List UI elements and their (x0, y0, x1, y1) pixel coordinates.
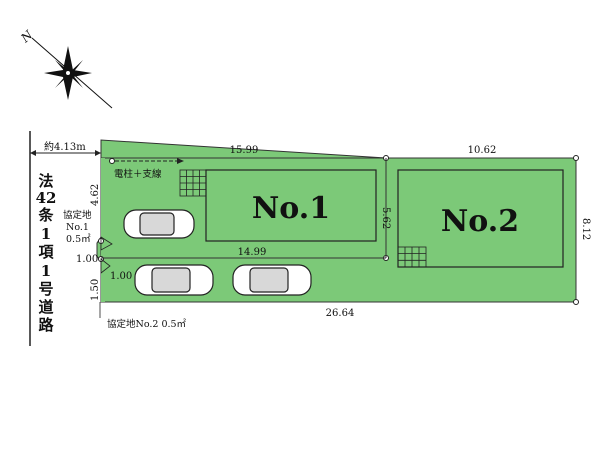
dimension-left-upper: 4.62 (90, 184, 101, 206)
road-name-char: 42 (36, 189, 57, 207)
dimension-left-mid-a: 1.00 (76, 254, 98, 265)
entrance-grid-no2 (397, 246, 427, 268)
road-name-char: 1 (41, 225, 51, 243)
road-name-char: 路 (38, 316, 54, 334)
car-icon (134, 264, 214, 296)
dimension-left-lower: 1.50 (90, 279, 101, 301)
utility-pole-arrow (115, 158, 184, 164)
lot-name-no1: No.1 (252, 191, 330, 226)
dimension-depth-no1: 5.62 (380, 207, 391, 229)
utility-pole-label: 電柱＋支線 (114, 168, 162, 180)
road-width-label: 約4.13m (44, 140, 86, 153)
agreement-no1-title: 協定地 (63, 209, 92, 221)
boundary-markers (98, 155, 579, 305)
agreement-no1-name: No.1 (66, 222, 89, 233)
road-name-char: 号 (38, 280, 53, 298)
car-icon (123, 209, 195, 239)
dimension-depth-right: 8.12 (580, 218, 591, 240)
dimension-top-right: 10.62 (468, 145, 497, 156)
dimension-top-left: 15.99 (230, 145, 259, 156)
building-no2 (397, 169, 564, 268)
car-icon (232, 264, 312, 296)
road-name-char: 条 (37, 206, 54, 224)
north-label: N (18, 27, 36, 45)
dimension-left-mid-b: 1.00 (110, 271, 132, 282)
lot-name-no2: No.2 (441, 204, 519, 239)
building-no1 (205, 169, 377, 242)
agreement-no1-area: 0.5㎡ (66, 234, 91, 245)
road-name: 法 42 条 1 項 1 号 道 路 (36, 172, 57, 334)
dimension-inner-line: 14.99 (238, 247, 267, 258)
road-name-char: 法 (38, 172, 53, 190)
road-name-char: 1 (41, 262, 51, 280)
agreement-no2-label: 協定地No.2 0.5㎡ (107, 318, 187, 330)
compass-rose-icon (31, 37, 113, 109)
dimension-bottom: 26.64 (326, 308, 355, 319)
road-name-char: 項 (38, 243, 54, 261)
entrance-grid-no1 (179, 169, 207, 197)
agreement-land-no2-marker (100, 258, 111, 274)
road-name-char: 道 (38, 298, 53, 316)
agreement-land-no1-marker (100, 236, 113, 251)
